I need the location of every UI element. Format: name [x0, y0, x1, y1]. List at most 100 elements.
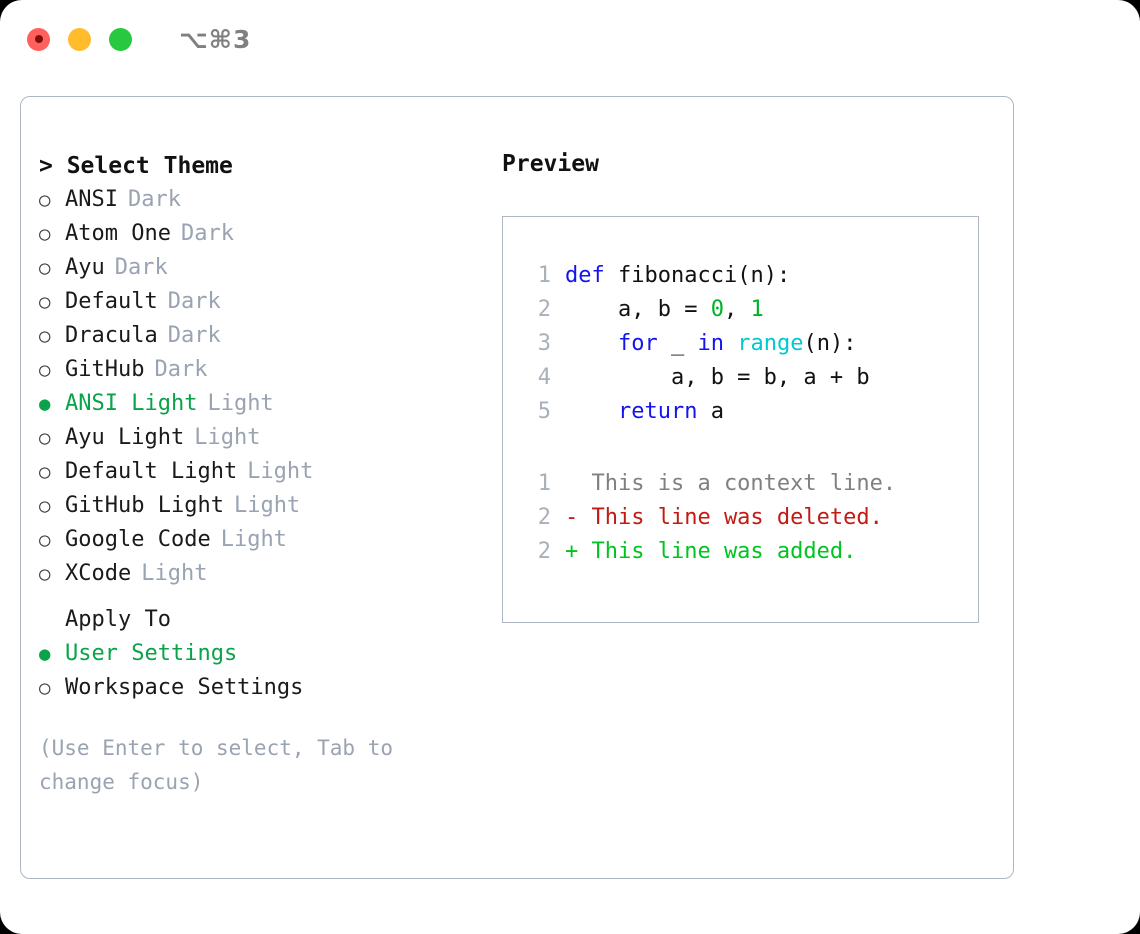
diff-preview: 1 This is a context line.2- This line wa…: [517, 467, 978, 569]
code-token-num: 1: [750, 297, 764, 322]
code-token-pl: a, b = b, a + b: [565, 365, 870, 390]
theme-option-label: Google Code: [65, 527, 211, 552]
code-line-number: 4: [537, 365, 551, 390]
code-line-text: return a: [565, 395, 724, 429]
theme-option-label: ANSI Light: [65, 391, 198, 416]
theme-option-label: Dracula: [65, 323, 158, 348]
code-token-pl: _: [657, 331, 698, 356]
theme-option-variant: Light: [233, 493, 301, 518]
section-divider: [39, 591, 499, 603]
theme-option-variant: Dark: [114, 255, 168, 280]
radio-unselected-icon: ○: [39, 529, 51, 551]
diff-line-text: + This line was added.: [565, 539, 857, 564]
code-line-text: a, b = 0, 1: [565, 293, 764, 327]
theme-option-label: Default Light: [65, 459, 238, 484]
theme-option-label: Atom One: [65, 221, 171, 246]
code-token-pl: (n):: [803, 331, 857, 356]
radio-unselected-icon: ○: [39, 563, 51, 585]
minimize-window-button[interactable]: [68, 27, 91, 51]
apply-to-option-workspace-settings[interactable]: ○Workspace Settings: [39, 671, 499, 705]
code-line: 2 a, b = 0, 1: [517, 293, 978, 327]
apply-to-option-list[interactable]: ● User Settings ○Workspace Settings: [39, 637, 499, 705]
radio-unselected-icon: ○: [39, 291, 51, 313]
code-token-pl: a, b =: [565, 297, 711, 322]
code-line: 4 a, b = b, a + b: [517, 361, 978, 395]
diff-line-text: - This line was deleted.: [565, 505, 883, 530]
code-token-num: 0: [710, 297, 724, 322]
code-line: 3 for _ in range(n):: [517, 327, 978, 361]
theme-option-variant: Light: [207, 391, 274, 416]
theme-option-variant: Dark: [167, 289, 221, 314]
radio-unselected-icon: ○: [39, 223, 51, 245]
radio-selected-icon: ●: [39, 643, 51, 665]
radio-selected-icon: ●: [39, 393, 51, 415]
code-token-kw: for: [617, 331, 658, 356]
diff-line: 2 + This line was added.: [517, 535, 978, 569]
code-token-kw: return: [617, 399, 698, 424]
code-token-pl: [565, 331, 618, 356]
select-theme-heading: > Select Theme: [39, 153, 233, 179]
theme-option-label: Ayu: [65, 255, 105, 280]
apply-to-option-label: Workspace Settings: [65, 675, 304, 700]
radio-unselected-icon: ○: [39, 461, 51, 483]
theme-option-label: Default: [65, 289, 158, 314]
code-line-number: 1: [537, 263, 551, 288]
radio-unselected-icon: ○: [39, 257, 51, 279]
diff-line-number: 1: [537, 471, 551, 496]
apply-to-option-user-settings[interactable]: ● User Settings: [39, 637, 499, 671]
theme-option-ayu[interactable]: ○ Ayu Dark: [39, 251, 499, 285]
theme-option-variant: Light: [141, 561, 208, 586]
keyboard-hint-text: (Use Enter to select, Tab to change focu…: [39, 736, 406, 794]
code-line-text: for _ in range(n):: [565, 327, 856, 361]
theme-option-variant: Dark: [180, 221, 234, 246]
code-token-pl: [724, 331, 737, 356]
theme-option-variant: Dark: [167, 323, 221, 348]
diff-line-text: This is a context line.: [565, 471, 897, 496]
title-bar: ⌥⌘3: [0, 0, 1140, 78]
theme-option-label: ANSI: [65, 187, 118, 212]
window-controls: [27, 27, 132, 51]
code-line-number: 3: [537, 331, 551, 356]
code-token-pl: a: [697, 399, 724, 424]
theme-option-variant: Dark: [154, 357, 208, 382]
code-token-fn: fibonacci: [618, 263, 738, 288]
maximize-window-button[interactable]: [109, 27, 132, 51]
keyboard-shortcut-label: ⌥⌘3: [179, 24, 252, 54]
theme-option-label: Ayu Light: [65, 425, 185, 450]
apply-to-heading: Apply To: [65, 607, 171, 632]
diff-line: 2- This line was deleted.: [517, 501, 978, 535]
radio-unselected-icon: ○: [39, 427, 51, 449]
theme-option-ansi-light[interactable]: ● ANSI Light Light: [39, 387, 499, 421]
theme-option-github-light[interactable]: ○ GitHub Light Light: [39, 489, 499, 523]
code-line-number: 5: [537, 399, 551, 424]
diff-line: 1 This is a context line.: [517, 467, 978, 501]
theme-option-atom-one[interactable]: ○ Atom One Dark: [39, 217, 499, 251]
radio-unselected-icon: ○: [39, 495, 51, 517]
apply-to-option-label: User Settings: [65, 641, 238, 666]
theme-option-dracula[interactable]: ○ Dracula Dark: [39, 319, 499, 353]
radio-unselected-icon: ○: [39, 325, 51, 347]
code-token-kw: def: [565, 263, 605, 288]
code-token-pl: ,: [723, 297, 751, 322]
diff-line-number: 2: [537, 539, 551, 564]
theme-option-label: GitHub: [65, 357, 145, 382]
theme-option-label: GitHub Light: [65, 493, 224, 518]
theme-option-default[interactable]: ○ Default Dark: [39, 285, 499, 319]
close-window-button[interactable]: [27, 27, 50, 51]
code-line-number: 2: [537, 297, 551, 322]
code-token-bi: range: [737, 331, 804, 356]
